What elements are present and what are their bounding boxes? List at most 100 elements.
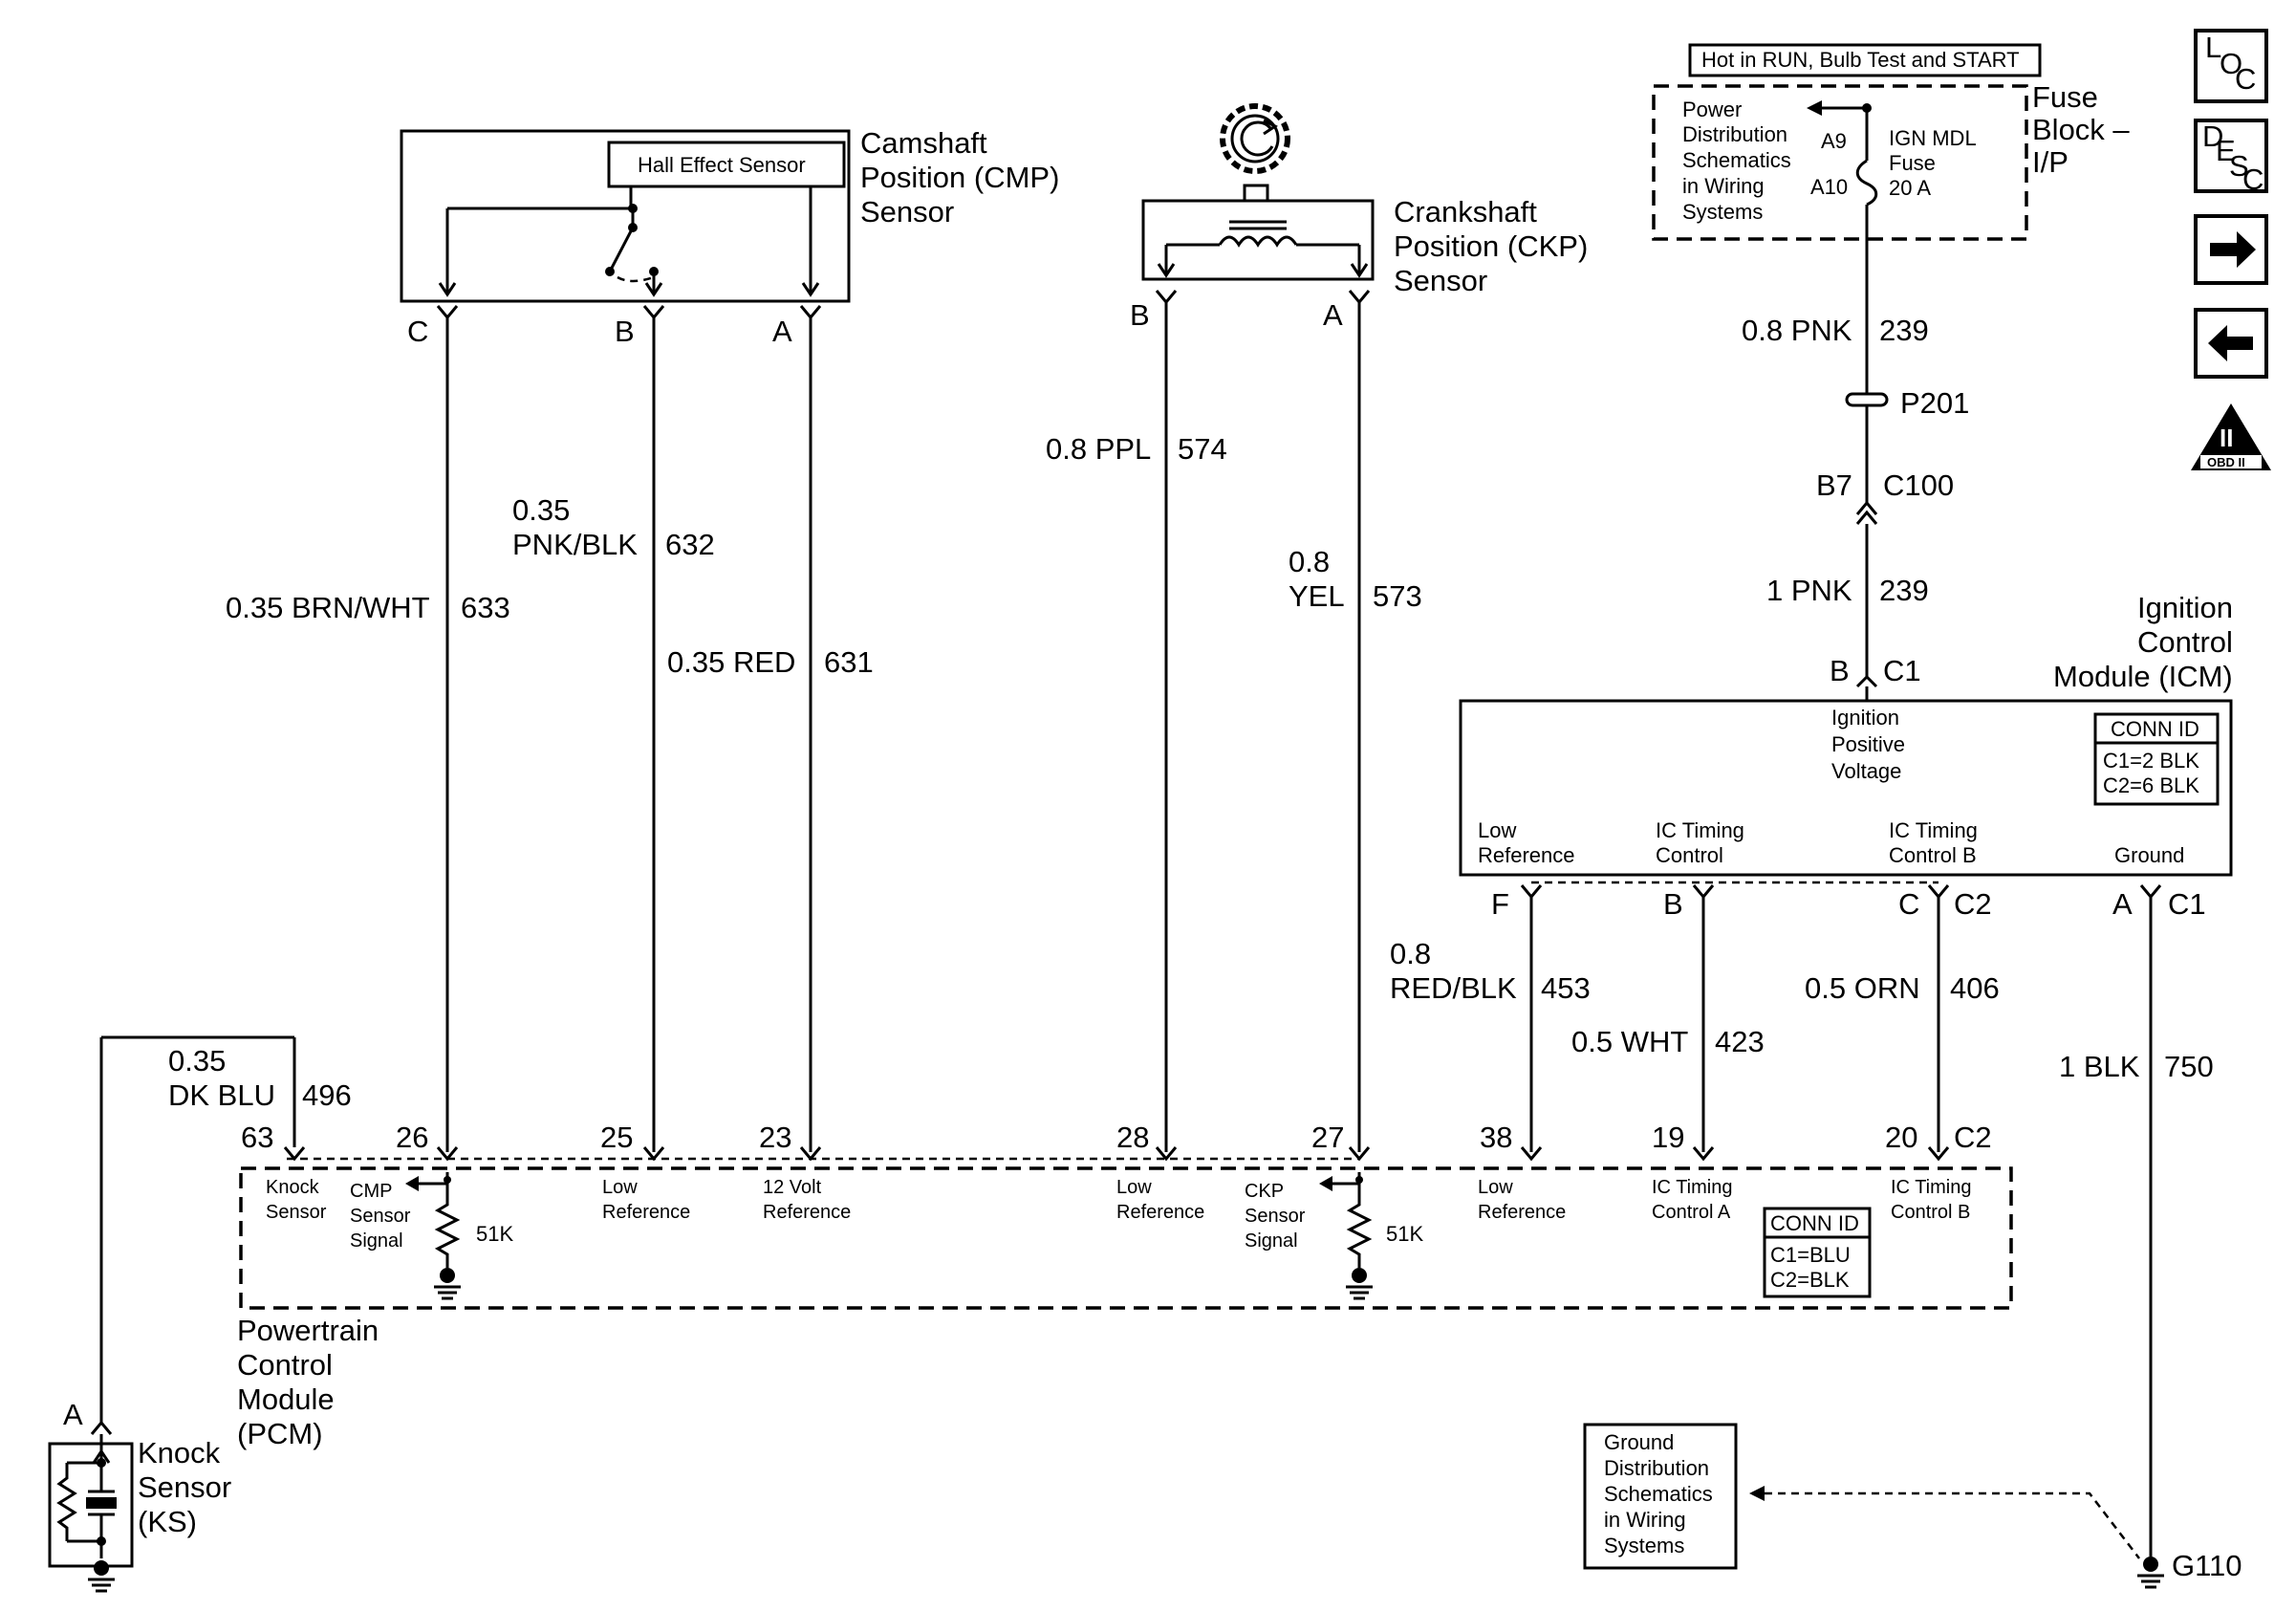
svg-text:PNK/BLK: PNK/BLK — [512, 528, 638, 561]
svg-text:A: A — [63, 1398, 83, 1431]
ground-g110: G110 — [2137, 1549, 2242, 1589]
svg-text:Hall Effect Sensor: Hall Effect Sensor — [638, 153, 806, 177]
svg-text:C: C — [2242, 163, 2264, 196]
svg-text:Sensor: Sensor — [138, 1470, 231, 1504]
svg-text:Ground: Ground — [1604, 1430, 1674, 1454]
description-button[interactable]: D E S C — [2194, 119, 2268, 196]
svg-text:12 Volt: 12 Volt — [763, 1177, 822, 1198]
wire-239: 0.8 PNK 239 P201 B7 C100 1 PNK 239 B C1 — [1742, 240, 1969, 701]
svg-text:632: 632 — [665, 528, 715, 561]
wire-573: 0.8 YEL 573 — [1289, 290, 1422, 1152]
ground-icon — [2137, 1557, 2164, 1589]
svg-text:C: C — [1898, 887, 1919, 921]
svg-text:O: O — [2220, 47, 2242, 80]
icm-conn-id: CONN ID C1=2 BLK C2=6 BLK — [2093, 712, 2220, 806]
back-arrow-button[interactable] — [2194, 308, 2268, 379]
svg-text:Sensor: Sensor — [266, 1202, 327, 1223]
forward-arrow-button[interactable] — [2194, 214, 2268, 285]
svg-text:OBD II: OBD II — [2207, 455, 2245, 469]
svg-text:0.35: 0.35 — [512, 493, 570, 527]
hot-label-box — [1688, 43, 2042, 77]
connector-icm-c1-icon — [1855, 674, 1878, 688]
svg-text:63: 63 — [241, 1121, 273, 1154]
svg-text:26: 26 — [396, 1121, 428, 1154]
svg-text:DK BLU: DK BLU — [168, 1078, 275, 1112]
svg-text:Systems: Systems — [1682, 200, 1763, 224]
svg-text:Schematics: Schematics — [1682, 148, 1791, 172]
svg-text:453: 453 — [1541, 971, 1591, 1005]
arrow-left-icon — [2208, 325, 2253, 361]
camshaft-sensor: Hall Effect Sensor Camshaft Position (CM… — [400, 126, 1059, 348]
wire-574: 0.8 PPL 574 — [1046, 290, 1227, 1152]
svg-text:Powertrain: Powertrain — [237, 1314, 379, 1347]
svg-text:(KS): (KS) — [138, 1505, 197, 1538]
svg-text:Sensor: Sensor — [1394, 264, 1487, 297]
svg-text:633: 633 — [461, 591, 510, 624]
wire-423: 0.5 WHT 423 — [1571, 884, 1765, 1152]
svg-text:G110: G110 — [2172, 1549, 2242, 1582]
svg-text:Reference: Reference — [1478, 843, 1575, 867]
location-button[interactable]: L O C — [2194, 29, 2268, 103]
svg-text:27: 27 — [1311, 1121, 1344, 1154]
hall-effect-sensor-box — [607, 141, 846, 188]
svg-text:406: 406 — [1950, 971, 2000, 1005]
powertrain-control-module: 63 26 25 23 28 27 38 19 20 C2 Knock Sens… — [237, 1121, 2013, 1450]
crankshaft-sensor: Crankshaft Position (CKP) Sensor B A — [1130, 103, 1588, 332]
svg-text:II: II — [2220, 424, 2233, 452]
svg-text:574: 574 — [1178, 432, 1227, 466]
svg-text:IC Timing: IC Timing — [1652, 1177, 1732, 1198]
svg-text:C1=2 BLK: C1=2 BLK — [2103, 749, 2199, 773]
svg-text:0.5 WHT: 0.5 WHT — [1571, 1025, 1688, 1058]
svg-text:Ground: Ground — [2114, 843, 2184, 867]
ground-icon — [434, 1268, 461, 1300]
ckp-input-circuit: 51K — [1319, 1172, 1423, 1300]
ground-icon — [88, 1560, 115, 1593]
svg-text:Low: Low — [1116, 1177, 1152, 1198]
svg-text:Power: Power — [1682, 98, 1742, 121]
wire-496: 0.35 DK BLU 496 — [99, 1035, 352, 1423]
svg-text:Block –: Block – — [2032, 113, 2130, 146]
svg-text:Distribution: Distribution — [1604, 1456, 1709, 1480]
svg-text:28: 28 — [1116, 1121, 1149, 1154]
svg-text:CONN ID: CONN ID — [2111, 717, 2199, 741]
svg-text:Distribution: Distribution — [1682, 122, 1787, 146]
svg-text:C2: C2 — [1954, 887, 1992, 921]
svg-text:1 PNK: 1 PNK — [1766, 574, 1852, 607]
svg-text:Reference: Reference — [1478, 1202, 1566, 1223]
obd-ii-button[interactable]: II OBD II — [2191, 403, 2271, 470]
svg-text:0.8 PPL: 0.8 PPL — [1046, 432, 1151, 466]
svg-text:Control A: Control A — [1652, 1202, 1731, 1223]
svg-text:Sensor: Sensor — [860, 195, 954, 229]
svg-text:423: 423 — [1715, 1025, 1765, 1058]
svg-text:IC Timing: IC Timing — [1656, 818, 1744, 842]
svg-text:Module: Module — [237, 1382, 335, 1416]
svg-text:Low: Low — [1478, 818, 1516, 842]
svg-text:C: C — [407, 315, 428, 348]
svg-text:Control B: Control B — [1891, 1202, 1970, 1223]
svg-text:Position (CKP): Position (CKP) — [1394, 229, 1588, 263]
svg-text:573: 573 — [1373, 579, 1422, 613]
svg-text:B: B — [1130, 298, 1150, 332]
svg-text:Fuse: Fuse — [2032, 80, 2098, 114]
svg-text:Low: Low — [1478, 1177, 1513, 1198]
svg-text:A: A — [2112, 887, 2133, 921]
switch-icon — [608, 227, 635, 272]
svg-text:1 BLK: 1 BLK — [2059, 1050, 2140, 1083]
reluctor-wheel-icon — [1220, 103, 1290, 174]
resistor-icon — [434, 1189, 461, 1268]
svg-text:in Wiring: in Wiring — [1604, 1508, 1686, 1532]
svg-text:IC Timing: IC Timing — [1889, 818, 1978, 842]
svg-text:38: 38 — [1480, 1121, 1512, 1154]
svg-text:Reference: Reference — [602, 1202, 690, 1223]
svg-text:S: S — [2229, 149, 2249, 183]
svg-text:Low: Low — [602, 1177, 638, 1198]
wire-453: 0.8 RED/BLK 453 — [1390, 884, 1591, 1152]
svg-text:Control: Control — [2137, 625, 2233, 659]
svg-text:0.35 RED: 0.35 RED — [667, 645, 795, 679]
svg-text:Sensor: Sensor — [1245, 1206, 1306, 1227]
svg-text:0.35 BRN/WHT: 0.35 BRN/WHT — [226, 591, 430, 624]
svg-text:239: 239 — [1879, 574, 1929, 607]
svg-text:Fuse: Fuse — [1889, 151, 1936, 175]
svg-text:750: 750 — [2164, 1050, 2214, 1083]
svg-text:51K: 51K — [1386, 1222, 1423, 1246]
